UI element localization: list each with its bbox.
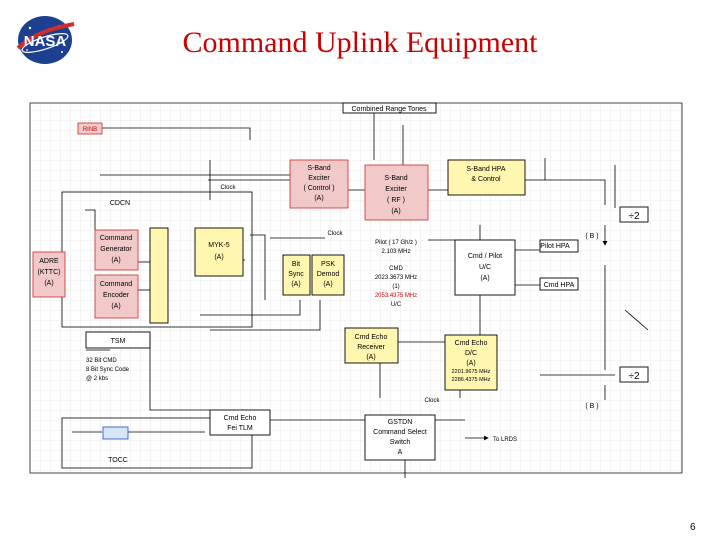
- tsm-box: [85, 331, 151, 349]
- sband-exciter-control-box: [289, 159, 349, 209]
- cmd-pilot-uc-box: [454, 239, 516, 296]
- cdcn-label: CDCN: [110, 200, 130, 207]
- sband-hpa-label: S-Band HPA& Control: [466, 166, 505, 183]
- gstdn-switch-box: [364, 414, 436, 461]
- divide-top-label: ÷2: [628, 211, 639, 222]
- combined-range-box: [342, 102, 437, 114]
- cmd-hpa-label: Cmd HPA: [544, 282, 575, 289]
- clock-label-bottom: Clock: [424, 398, 440, 404]
- cmd-echo-fei-box: [209, 409, 271, 436]
- rcm-box: [102, 426, 129, 440]
- switch-panel-box: [149, 227, 169, 324]
- tsm-label: TSM: [111, 338, 126, 345]
- divide-bottom-box: [619, 366, 649, 383]
- sband-hpa-box: [447, 159, 526, 196]
- cmd-hpa-box: [539, 277, 579, 291]
- clock-label-top: Clock: [220, 185, 236, 191]
- pilot-hpa-box: [539, 239, 579, 253]
- pilot-hpa-label: Pilot HPA: [540, 243, 570, 250]
- svg-text:NASA: NASA: [24, 33, 67, 50]
- tocc-region: [61, 417, 253, 469]
- page-number: 6: [690, 522, 696, 533]
- combined-range-tones-label: Combined Range Tones: [352, 106, 427, 113]
- command-generator-box: [94, 229, 139, 271]
- adre-label: ADRE(KTTC)(A): [38, 258, 61, 287]
- adre-box: [32, 251, 66, 298]
- cmd-echo-dc-box: [444, 334, 498, 391]
- clock-label-mid: Clock: [327, 231, 343, 237]
- to-lrds-label: To LRDS: [493, 437, 517, 443]
- divide-top-box: [619, 206, 649, 223]
- rinb-label: RINB: [83, 127, 97, 133]
- b-label-bottom: ( B ): [585, 403, 598, 410]
- command-encoder-box: [94, 274, 139, 319]
- sband-exciter-rf-box: [364, 164, 429, 221]
- rinb-box: [77, 122, 103, 135]
- slide-title: Command Uplink Equipment: [182, 26, 538, 59]
- nasa-logo: NASA: [16, 16, 75, 64]
- pilot-freq-label: Pilot ( 17 Gh/z )2.103 MHz: [375, 240, 417, 255]
- myk5-label: MYK-5(A): [208, 242, 230, 261]
- cmd-echo-receiver-box: [344, 327, 399, 364]
- b-label-top: ( B ): [585, 233, 598, 240]
- psk-demod-box: [311, 254, 345, 296]
- bit-sync-box: [282, 254, 311, 296]
- myk5-box: [194, 227, 244, 277]
- tocc-label: TOCC: [108, 457, 128, 464]
- divide-bottom-label: ÷2: [628, 371, 639, 382]
